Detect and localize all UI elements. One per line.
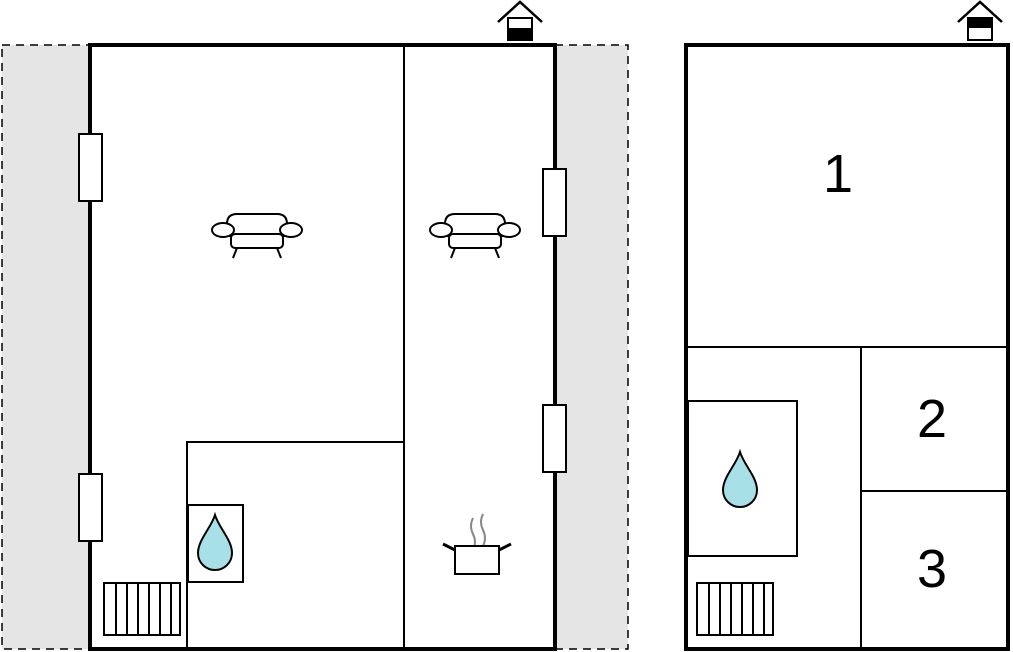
- room-label-3: 3: [917, 539, 947, 599]
- stairs-icon: [696, 582, 774, 636]
- house-entrance-icon: [957, 0, 1003, 41]
- window: [542, 168, 567, 237]
- window: [78, 473, 103, 542]
- room-label-1: 1: [823, 144, 853, 204]
- window: [542, 404, 567, 473]
- room-label-2: 2: [917, 389, 947, 449]
- terrace-right: [554, 44, 629, 650]
- upper-floor-plan: 1 2 3: [684, 0, 1010, 651]
- window: [78, 133, 103, 202]
- house-entrance-icon: [497, 0, 543, 41]
- stairs-icon: [103, 582, 181, 636]
- ground-floor-plan: [1, 0, 629, 651]
- terrace-left: [1, 44, 91, 650]
- cooking-pot-icon: [442, 513, 512, 575]
